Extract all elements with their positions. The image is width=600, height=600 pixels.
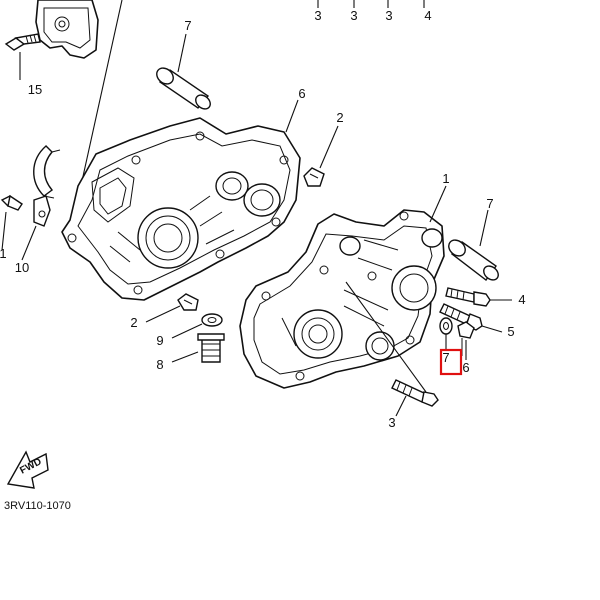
bolt-3-bottom bbox=[391, 379, 439, 407]
leader-10 bbox=[21, 225, 37, 261]
callout-6top: 6 bbox=[298, 86, 305, 101]
diagram-code: 3RV110-1070 bbox=[4, 500, 71, 512]
callout-3bottom: 3 bbox=[388, 415, 395, 430]
callout-3c: 3 bbox=[385, 8, 392, 23]
leader-1left bbox=[1, 211, 7, 251]
plug-2-right bbox=[303, 167, 325, 187]
leader-7top bbox=[177, 33, 187, 73]
leader-5 bbox=[481, 325, 503, 333]
right-crankcase-part bbox=[239, 209, 445, 389]
callout-2mid: 2 bbox=[130, 315, 137, 330]
bolt-4-right bbox=[445, 287, 491, 307]
highlight-box bbox=[439, 348, 463, 376]
leader-2right bbox=[319, 125, 339, 169]
callout-9: 9 bbox=[156, 333, 163, 348]
fwd-arrow-icon: FWD bbox=[6, 450, 49, 489]
bolt-6-small bbox=[457, 321, 475, 356]
leader-9 bbox=[171, 323, 203, 339]
top-left-bracket-part bbox=[35, 0, 99, 59]
callout-3b: 3 bbox=[350, 8, 357, 23]
leader-8 bbox=[171, 351, 199, 363]
leader-bolt3-axis bbox=[345, 281, 427, 393]
callout-2right: 2 bbox=[336, 110, 343, 125]
dowel-pin-7-right bbox=[448, 239, 499, 281]
callout-5: 5 bbox=[507, 324, 514, 339]
drain-plug-8 bbox=[197, 333, 225, 363]
callout-7right: 7 bbox=[486, 196, 493, 211]
leader-3bottom bbox=[395, 395, 407, 417]
bolt-15-part bbox=[4, 33, 41, 51]
washer-9 bbox=[201, 313, 223, 327]
dowel-pin-7-top bbox=[156, 67, 211, 110]
leader-7right bbox=[479, 209, 489, 247]
bracket-10-part bbox=[33, 195, 51, 227]
plug-2-mid bbox=[177, 293, 199, 311]
callout-10: 10 bbox=[15, 260, 29, 275]
callout-1left: 1 bbox=[0, 246, 7, 261]
callout-4top: 4 bbox=[424, 8, 431, 23]
circlip-part bbox=[33, 145, 61, 199]
callout-4right: 4 bbox=[518, 292, 525, 307]
callout-1right: 1 bbox=[442, 171, 449, 186]
leader-2mid bbox=[145, 305, 181, 323]
callout-3a: 3 bbox=[314, 8, 321, 23]
callout-7small: 7 bbox=[442, 350, 449, 365]
callout-15: 15 bbox=[28, 82, 42, 97]
callout-7top: 7 bbox=[184, 18, 191, 33]
callout-8: 8 bbox=[156, 357, 163, 372]
leader-1right bbox=[429, 185, 447, 223]
leader-6top bbox=[285, 99, 299, 133]
bolt-small-left bbox=[0, 194, 23, 211]
washer-7-small bbox=[439, 317, 453, 335]
callout-6small: 6 bbox=[462, 360, 469, 375]
leader-top-long bbox=[79, 0, 123, 191]
left-crankcase-part bbox=[61, 117, 301, 301]
